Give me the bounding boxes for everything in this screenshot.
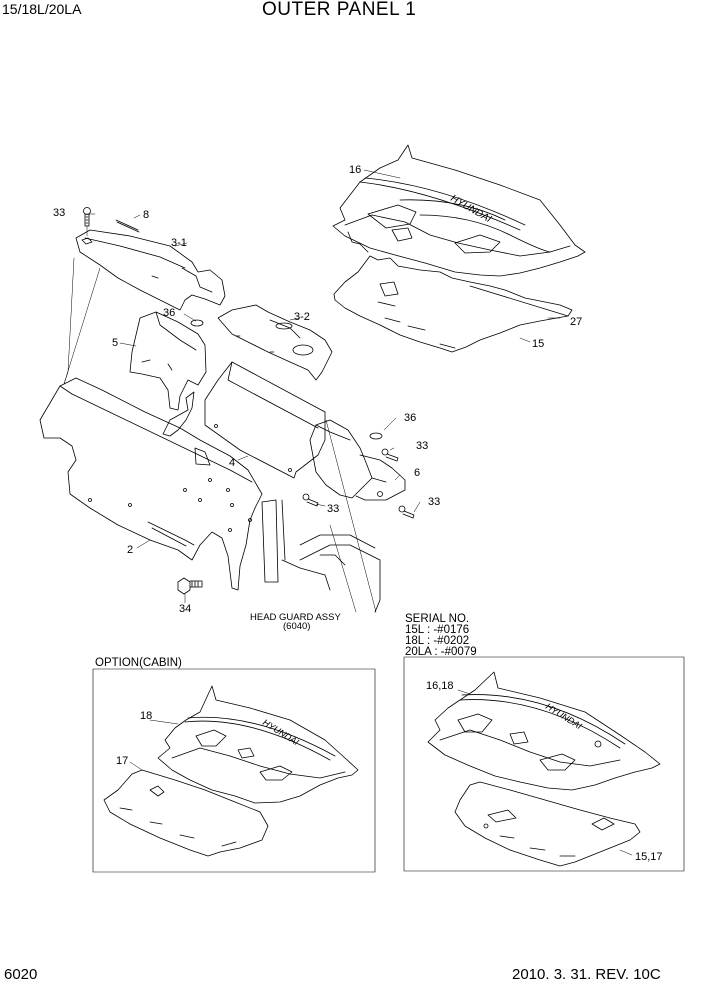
callout-3-1: 3-1: [171, 237, 187, 249]
option-cabin-frame-left: [92, 668, 376, 873]
head-guard-label: HEAD GUARD ASSY: [250, 612, 341, 623]
logo-text-18: HYUNDAI: [261, 717, 301, 747]
callout-33: 33: [53, 207, 65, 219]
callout-27: 27: [570, 316, 582, 328]
screw-33-right-a: [381, 448, 399, 462]
callout-36: 36: [404, 412, 416, 424]
bracket-6: [309, 419, 406, 501]
callout-18: 18: [140, 710, 152, 722]
callout-34: 34: [179, 603, 191, 615]
callout-15: 15: [532, 338, 544, 350]
callout-16: 16: [349, 164, 361, 176]
head-guard-assy: [261, 499, 381, 613]
callout-5: 5: [112, 337, 118, 349]
floor-plate-15-17: [454, 781, 641, 867]
page-number: 6020: [4, 966, 38, 983]
washer-36-right: [369, 432, 383, 440]
callout-33: 33: [428, 496, 440, 508]
serial-20la: 20LA : -#0079: [405, 646, 477, 658]
floor-mat-16-18: HYUNDAI: [427, 671, 661, 791]
callout-36: 36: [163, 307, 175, 319]
option-cabin-frame-right: [403, 656, 685, 872]
page-title: OUTER PANEL 1: [262, 0, 417, 20]
floor-mat-18: HYUNDAI: [157, 685, 359, 804]
washer-36-left: [190, 319, 204, 327]
cover-3-2: [217, 304, 333, 381]
callout-2: 2: [127, 544, 133, 556]
cover-3-1: [75, 229, 226, 311]
callout-33: 33: [416, 440, 428, 452]
bolt-34: [177, 577, 203, 595]
callout-3-2: 3-2: [294, 311, 310, 323]
revision-date: 2010. 3. 31. REV. 10C: [512, 966, 661, 983]
callout-16-18: 16,18: [426, 680, 454, 692]
pin-8: [115, 219, 140, 233]
callout-33: 33: [327, 503, 339, 515]
option-cabin-label: OPTION(CABIN): [95, 657, 182, 669]
screw-33-right-b: [398, 505, 415, 519]
floor-plate-15: [333, 255, 573, 353]
callout-4: 4: [229, 457, 235, 469]
model-label: 15/18L/20LA: [2, 1, 82, 17]
bracket-5: [129, 311, 207, 411]
serial-heading: SERIAL NO.: [405, 613, 469, 625]
serial-15l: 15L : -#0176: [405, 624, 469, 636]
side-panel-4: [204, 361, 326, 479]
side-panel-2: [39, 377, 263, 591]
screw-33-mid: [302, 493, 319, 507]
leader-lines: [63, 169, 633, 856]
serial-18l: 18L : -#0202: [405, 635, 469, 647]
callout-6: 6: [414, 467, 420, 479]
screw-33-top: [83, 207, 91, 227]
callout-8: 8: [143, 209, 149, 221]
callout-15-17: 15,17: [635, 851, 663, 863]
floor-plate-17: [103, 769, 269, 857]
callout-17: 17: [116, 755, 128, 767]
head-guard-ref: (6040): [283, 621, 310, 632]
